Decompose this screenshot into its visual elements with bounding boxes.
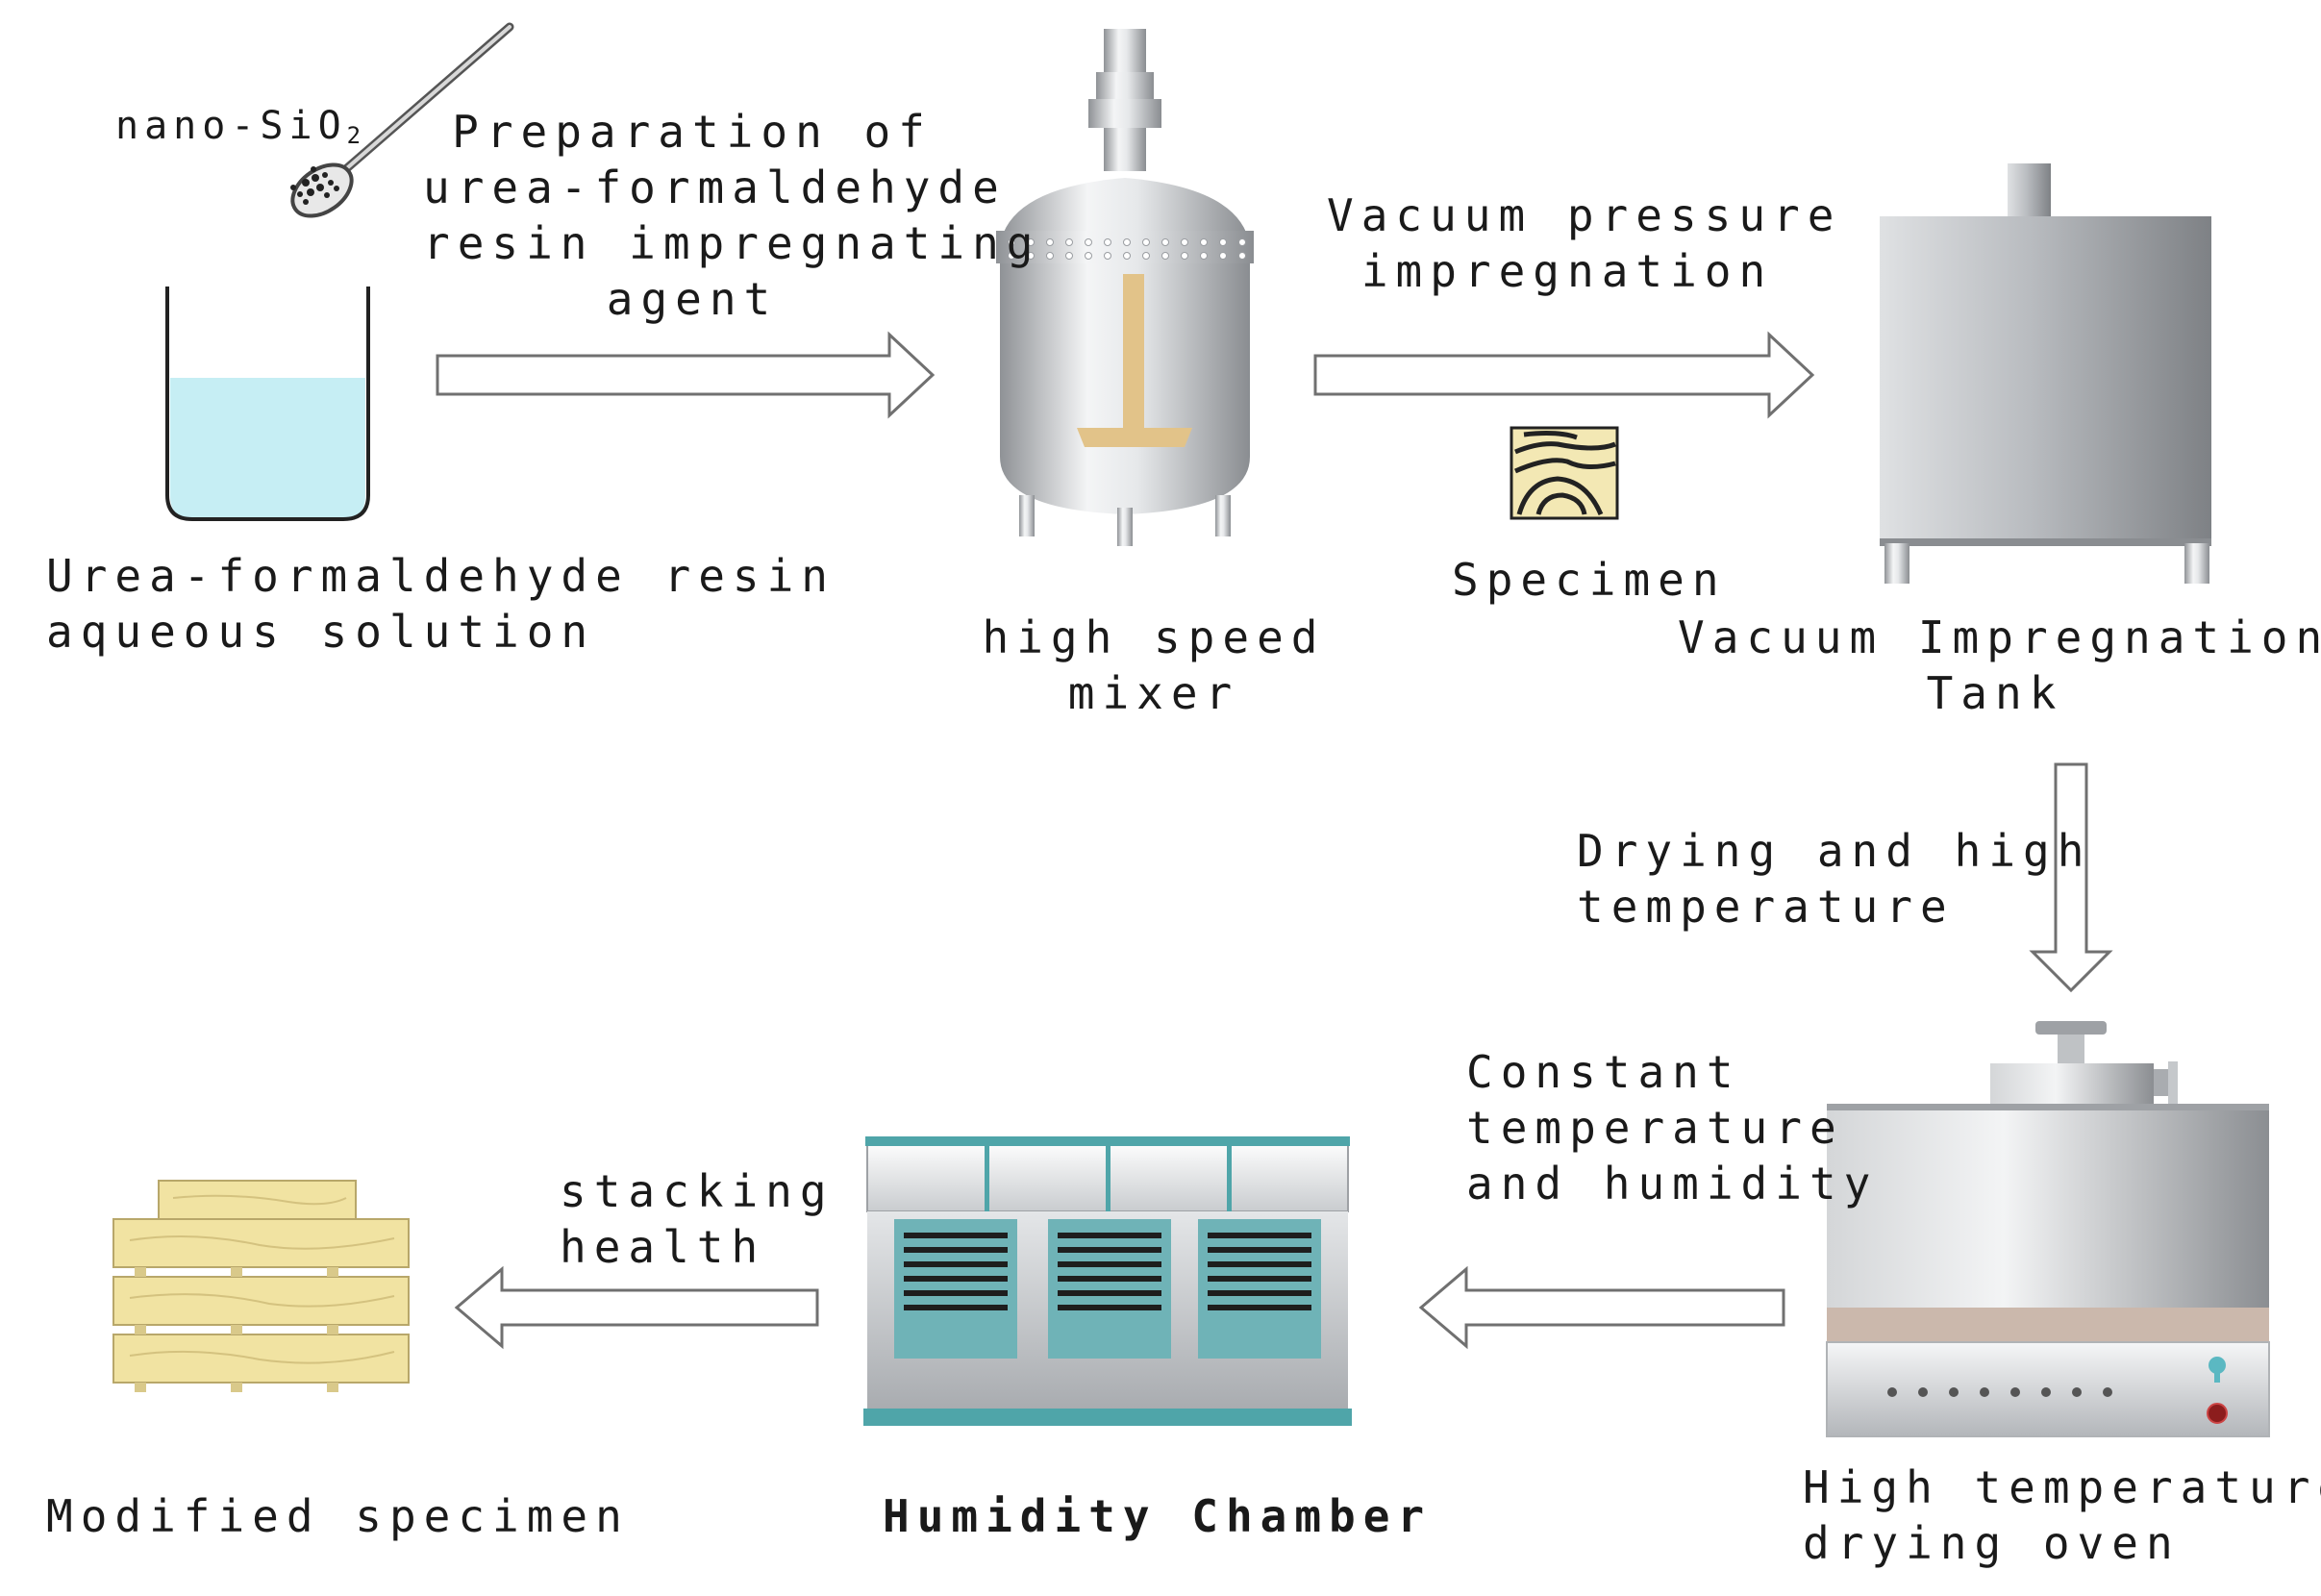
wood-specimen-icon [1510,426,1619,520]
humidity-chamber-label: Humidity Chamber [883,1490,1433,1542]
arrow-label-constant-line1: Constant [1466,1046,1741,1098]
arrow-label-preparation-line3: resin impregnating [423,217,1041,269]
mixer-icon [996,29,1254,546]
tank-label-line1: Vacuum Impregnation [1678,611,2321,663]
modified-specimen-label: Modified specimen [46,1490,630,1542]
power-button-icon [2207,1403,2228,1424]
arrow-label-drying-line2: temperature [1577,881,1955,933]
arrow-label-stacking-line1: stacking [560,1165,835,1217]
stacked-boards-icon [112,1180,410,1392]
arrow-label-preparation: Preparation of urea-formaldehyde resin i… [423,104,1041,327]
solution-label-line2: aqueous solution [46,606,596,658]
mixer-label-line2: mixer [1067,667,1240,719]
arrow-label-stacking: stacking health [560,1163,835,1275]
additive-subscript: 2 [346,121,362,149]
beaker-icon [165,287,370,521]
oven-label: High temperature drying oven [1803,1459,2321,1571]
arrow-label-vacuum-pressure: Vacuum pressure impregnation [1327,187,1842,299]
indicator-light-icon [2209,1357,2226,1374]
arrow-label-vacuum-pressure-line1: Vacuum pressure [1327,189,1842,241]
spoon-icon [290,22,514,218]
arrow-label-stacking-line2: health [560,1221,766,1273]
oven-label-line2: drying oven [1803,1517,2181,1569]
tank-label: Vacuum Impregnation Tank [1678,610,2321,721]
arrow-label-preparation-line2: urea-formaldehyde [423,162,1007,213]
vacuum-tank-icon [1880,163,2211,584]
arrow-left-5 [454,1265,819,1350]
arrow-label-drying-line1: Drying and high [1577,825,2092,877]
arrow-label-constant-line3: and humidity [1466,1158,1879,1209]
solution-label-line1: Urea-formaldehyde resin [46,550,836,602]
humidity-chamber-icon [863,1136,1352,1426]
additive-label: nano-SiO2 [115,98,361,163]
specimen-label: Specimen [1452,554,1727,606]
arrow-left-4 [1418,1265,1785,1350]
arrow-right-2 [1313,331,1815,419]
arrow-label-constant-line2: temperature [1466,1102,1844,1154]
solution-label: Urea-formaldehyde resin aqueous solution [46,548,836,660]
mixer-label: high speed mixer [961,610,1346,721]
tank-label-line2: Tank [1926,667,2064,719]
arrow-label-vacuum-pressure-line2: impregnation [1360,245,1774,297]
oven-label-line1: High temperature [1803,1461,2321,1513]
arrow-right-1 [436,331,936,419]
arrow-label-preparation-line1: Preparation of [452,106,933,158]
arrow-label-preparation-line4: agent [606,273,779,325]
arrow-down-3 [2029,762,2113,993]
mixer-label-line1: high speed [982,611,1326,663]
arrow-label-constant: Constant temperature and humidity [1466,1044,1878,1211]
drying-oven-icon [1826,1021,2270,1437]
arrow-label-drying: Drying and high temperature [1577,823,2091,935]
additive-name: nano-SiO [115,104,347,148]
